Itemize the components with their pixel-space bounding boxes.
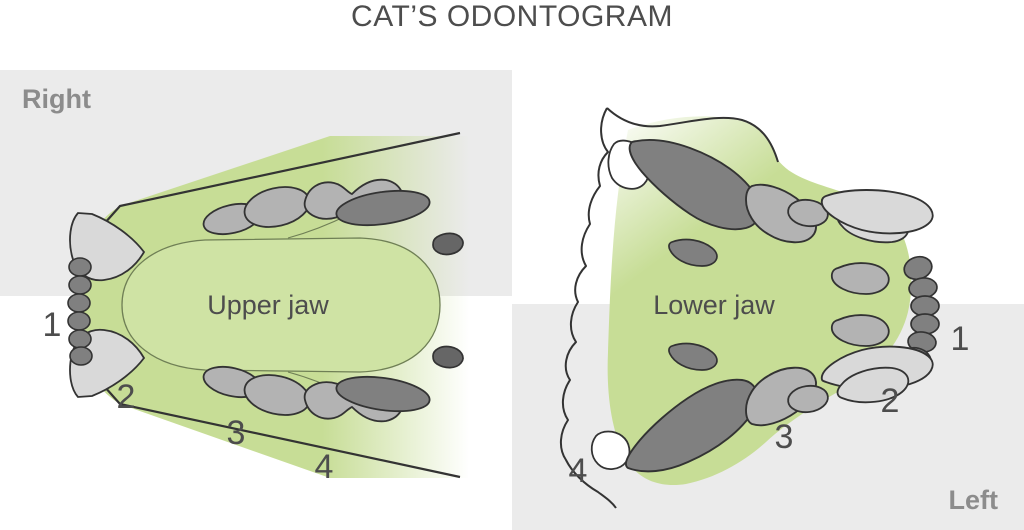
teeth-upper-left-row — [202, 345, 464, 423]
tooth-lower-left-pm2 — [836, 366, 910, 404]
page-title: CAT’S ODONTOGRAM — [351, 0, 673, 33]
teeth-upper-right-row — [202, 178, 464, 256]
lower-number-2: 2 — [881, 382, 900, 420]
tooth-lower-inner-1 — [830, 262, 890, 295]
lower-number-4: 4 — [569, 452, 588, 490]
teeth-lower-mid — [668, 238, 718, 371]
tooth-lower-right-m1 — [628, 139, 761, 231]
lower-jaw-outline — [560, 107, 617, 509]
teeth-lower-left-row — [625, 366, 910, 473]
tooth-lower-mid-lower — [668, 342, 718, 371]
tooth-upper-canine-left — [69, 328, 146, 398]
tooth-upper-left-m1 — [335, 375, 431, 413]
lower-number-1: 1 — [951, 320, 970, 358]
tooth-upper-right-m1 — [335, 189, 431, 227]
lower-number-3: 3 — [775, 418, 794, 456]
tooth-upper-right-m2 — [432, 232, 464, 256]
upper-number-4: 4 — [315, 448, 334, 486]
upper-number-2: 2 — [117, 378, 136, 416]
tooth-lower-left-pm3 — [787, 384, 829, 414]
tooth-lower-canine-right — [820, 189, 934, 235]
upper-number-1: 1 — [43, 306, 62, 344]
right-side-label: Right — [22, 84, 91, 114]
tooth-lower-inner-2 — [830, 314, 890, 347]
teeth-lower-inner — [830, 262, 890, 347]
tooth-upper-left-m2 — [432, 345, 464, 369]
upper-jaw-diagram: Upper jaw 1 2 3 4 — [43, 131, 470, 486]
upper-jaw-palate — [121, 237, 441, 373]
tooth-lower-right-pm4 — [745, 183, 817, 244]
teeth-upper-incisors — [67, 257, 93, 366]
upper-jaw-label: Upper jaw — [207, 290, 329, 320]
lower-jaw-notch-bottom — [590, 430, 631, 470]
lower-jaw-outline-upper — [606, 107, 779, 163]
tooth-lower-right-pm3 — [787, 198, 829, 228]
left-side-label: Left — [948, 485, 999, 515]
upper-number-3: 3 — [227, 414, 246, 452]
tooth-lower-left-pm4 — [745, 366, 817, 427]
tooth-lower-mid-upper — [668, 238, 718, 267]
tooth-lower-left-m1 — [625, 378, 759, 473]
lower-jaw-diagram: Lower jaw 1 2 3 4 — [560, 107, 970, 509]
lower-jaw-label: Lower jaw — [653, 290, 775, 320]
